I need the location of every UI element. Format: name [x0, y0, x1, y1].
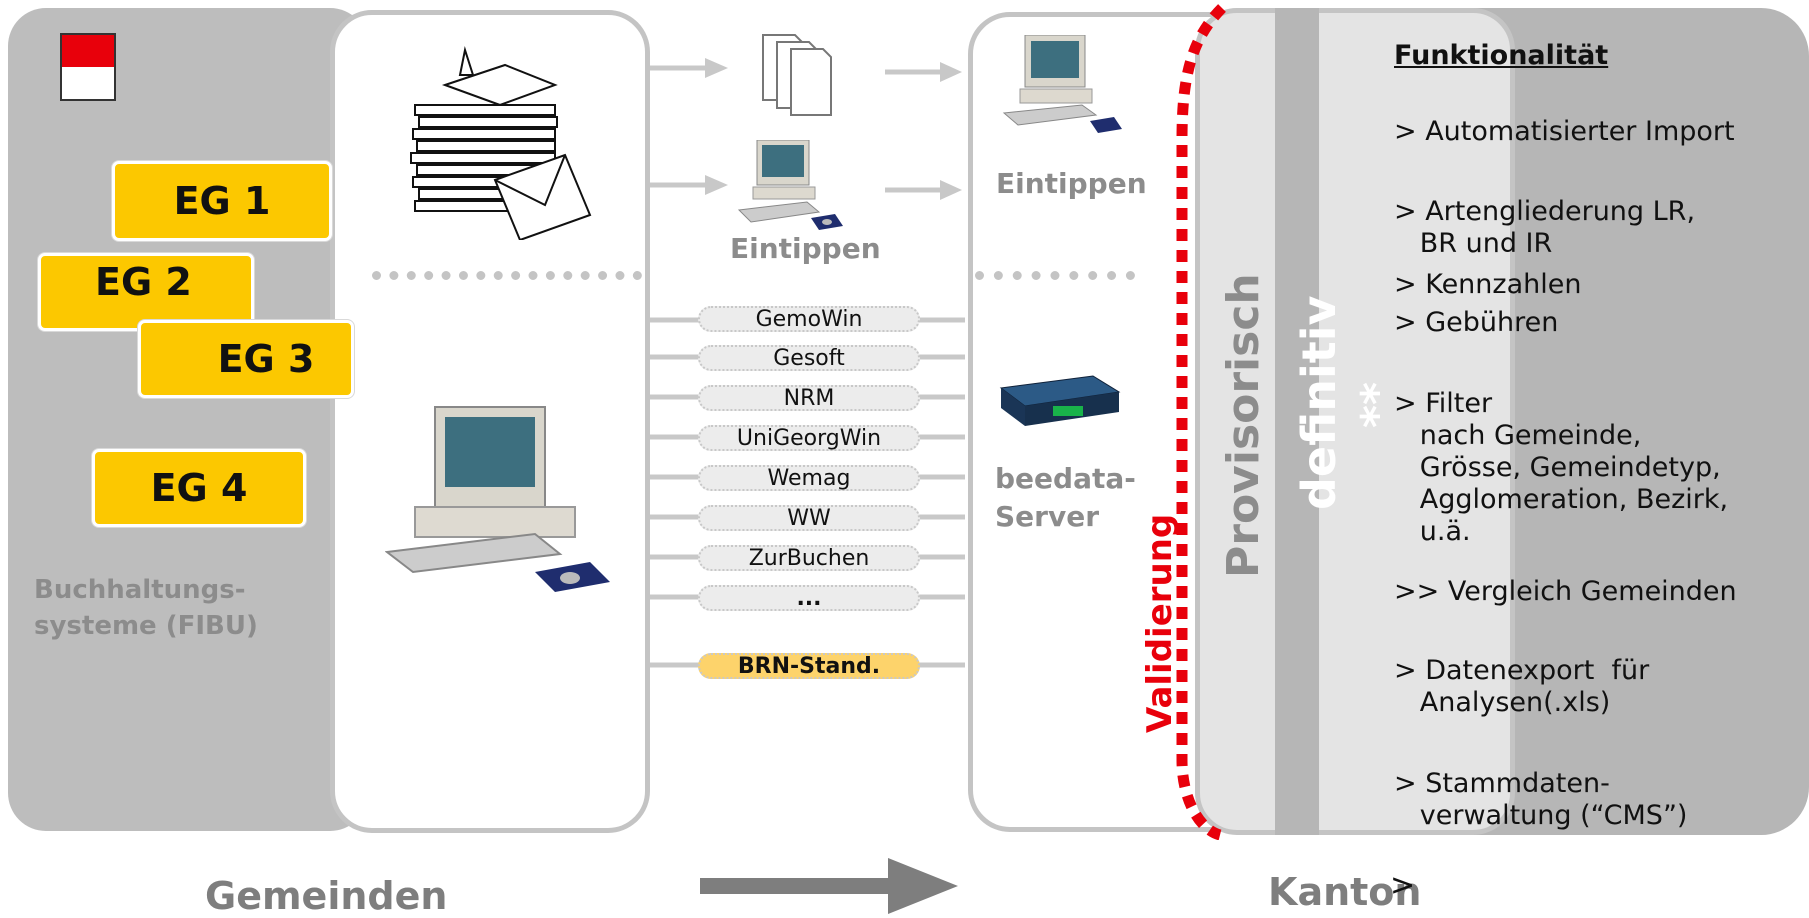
- eg-box-3: EG 3: [138, 320, 354, 398]
- function-item-filter: > Filter nach Gemeinde, Grösse, Gemeinde…: [1394, 388, 1729, 547]
- function-item-kennzahlen: > Kennzahlen: [1394, 269, 1582, 300]
- eintippen-label-middle: Eintippen: [730, 232, 881, 265]
- eg-box-1: EG 1: [112, 161, 332, 241]
- eg-box-2: EG 2: [38, 253, 254, 331]
- eintippen-label-right: Eintippen: [996, 167, 1147, 200]
- software-item-gesoft: Gesoft: [698, 345, 920, 371]
- server-label: beedata- Server: [995, 462, 1136, 533]
- software-item-brn-standard: BRN-Stand.: [698, 653, 920, 679]
- validation-boundary: [1176, 4, 1226, 840]
- documents-icon: [762, 34, 832, 116]
- validierung-label: Validierung: [1140, 513, 1180, 733]
- provisorisch-label: Provisorisch: [1218, 273, 1269, 578]
- software-item-nrm: NRM: [698, 385, 920, 411]
- computer-icon-server-panel: [1002, 35, 1122, 133]
- computer-icon-small: [737, 140, 843, 230]
- eg-box-4: EG 4: [92, 449, 306, 527]
- computer-icon-large: [385, 406, 610, 592]
- kanton-label: Kanton: [1268, 870, 1422, 914]
- software-item-zurbuchen: ZurBuchen: [698, 545, 920, 571]
- separator-left: [372, 271, 642, 280]
- definitiv-band: [1275, 8, 1319, 835]
- provisorisch-panel: [1195, 8, 1515, 835]
- separator-right: [975, 271, 1135, 280]
- gemeinden-panel: [8, 8, 368, 831]
- mail-stack-icon: [410, 46, 592, 240]
- function-item-gebuehren: > Gebühren: [1394, 307, 1559, 338]
- definitiv-label: definitiv: [1292, 295, 1346, 510]
- function-item-vergleich: >> Vergleich Gemeinden: [1394, 576, 1737, 607]
- gemeinden-label: Gemeinden: [205, 874, 448, 918]
- fibu-caption: Buchhaltungs- systeme (FIBU): [34, 575, 258, 641]
- flag-icon: [60, 33, 116, 101]
- function-item-stammdaten: > Stammdaten- verwaltung (“CMS”): [1394, 768, 1688, 831]
- software-item-gemowin: GemoWin: [698, 306, 920, 332]
- functions-heading: Funktionalität: [1394, 40, 1609, 71]
- software-item-wemag: Wemag: [698, 465, 920, 491]
- software-item-ww: WW: [698, 505, 920, 531]
- server-icon: [999, 375, 1121, 426]
- software-item-more: ...: [698, 585, 920, 611]
- kanton-trailing-mark: >: [1390, 868, 1416, 903]
- function-item-datenexport: > Datenexport für Analysen(.xls): [1394, 655, 1650, 718]
- software-item-unigeorgwin: UniGeorgWin: [698, 425, 920, 451]
- function-item-artengliederung: > Artengliederung LR, BR und IR: [1394, 196, 1696, 259]
- function-item-import: > Automatisierter Import: [1394, 116, 1735, 147]
